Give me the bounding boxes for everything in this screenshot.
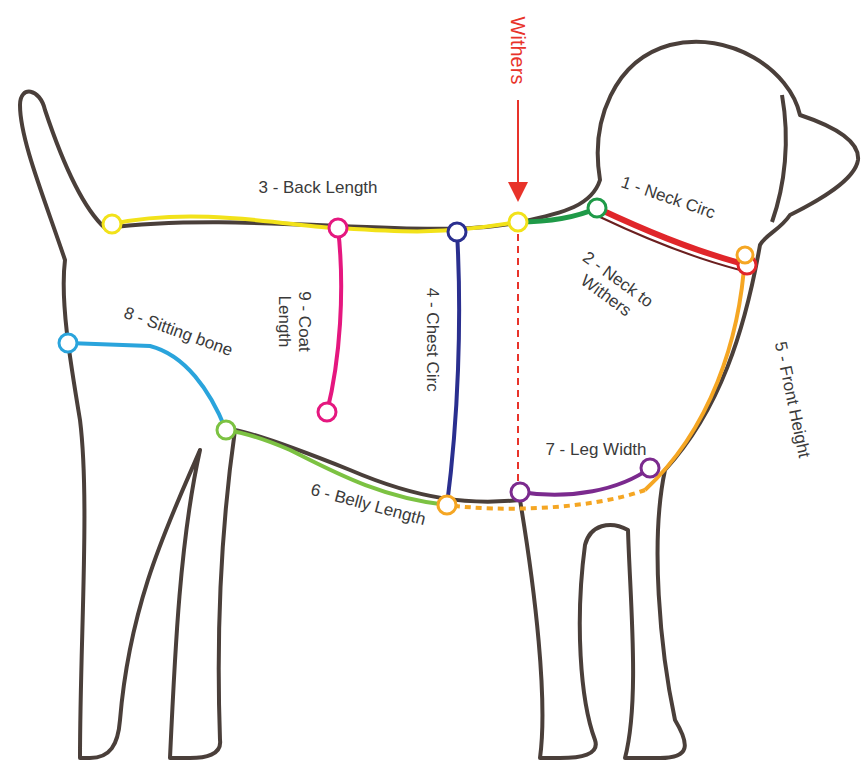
point <box>641 459 659 477</box>
point <box>438 496 456 514</box>
point <box>448 223 466 241</box>
point <box>318 403 336 421</box>
point <box>103 215 121 233</box>
measurement-label: 5 - Front Height <box>770 340 814 460</box>
ear-line <box>772 95 786 222</box>
measurement-label: 7 - Leg Width <box>545 440 646 460</box>
withers-arrow <box>517 100 519 192</box>
measurement-label: 4 - Chest Circ <box>422 288 442 392</box>
point <box>217 421 235 439</box>
point <box>737 247 753 263</box>
front-height-line <box>645 255 745 490</box>
coat-length-line <box>327 228 341 412</box>
neck-circ-line <box>597 208 747 265</box>
neck-withers-line <box>518 208 597 222</box>
chest-circ-line <box>447 232 459 505</box>
withers-dashed-line <box>517 234 519 490</box>
withers-label: Withers <box>506 16 529 84</box>
neck-circ-shadow <box>600 217 740 270</box>
point <box>511 483 529 501</box>
point <box>329 219 347 237</box>
dog-outline <box>20 42 858 758</box>
measurement-label: 3 - Back Length <box>258 178 377 198</box>
sitting-bone-line <box>68 343 226 430</box>
point <box>59 334 77 352</box>
leg-width-line <box>520 468 650 495</box>
point <box>588 199 606 217</box>
measurement-label: 9 - Coat Length <box>274 277 313 367</box>
point <box>509 213 527 231</box>
